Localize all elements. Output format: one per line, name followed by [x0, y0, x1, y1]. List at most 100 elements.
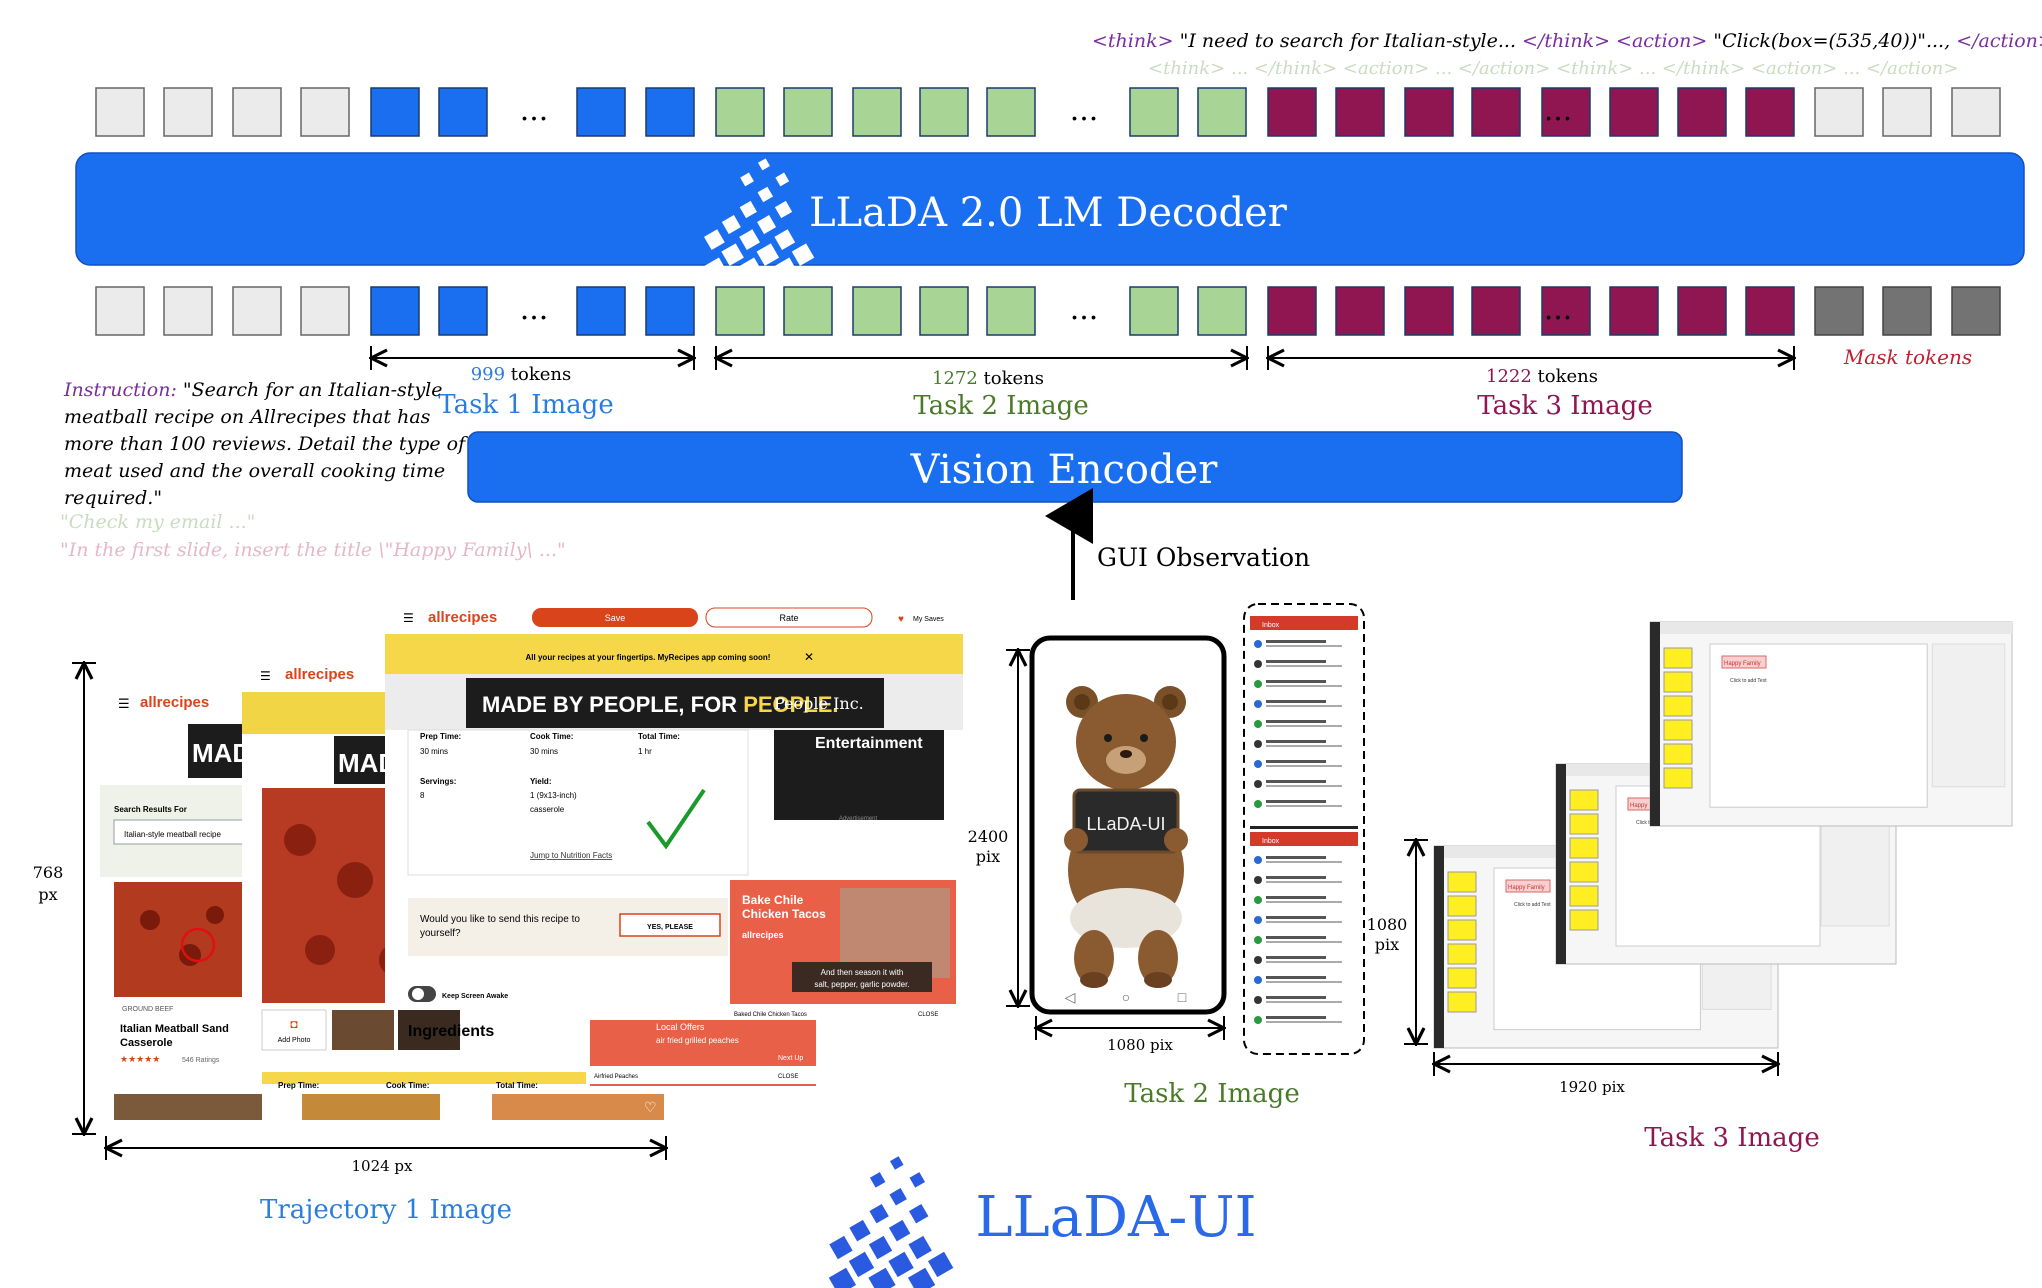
- meatball-photo-1[interactable]: [114, 882, 242, 997]
- star-rating: ★★★★★: [120, 1054, 160, 1064]
- email-subject-1-1[interactable]: [1266, 876, 1326, 879]
- trajectory-image-label: Trajectory 1 Image: [260, 1195, 512, 1225]
- close-video-2[interactable]: CLOSE: [778, 1074, 798, 1080]
- email-subject-0-2[interactable]: [1266, 680, 1326, 683]
- svg-text:required.": required.": [64, 487, 162, 509]
- save-heart-icon-3[interactable]: ♡: [644, 1099, 657, 1115]
- row-bottom-token-14: [1197, 286, 1247, 336]
- heart-icon[interactable]: ♥: [898, 614, 904, 625]
- email-subject-0-6[interactable]: [1266, 760, 1326, 763]
- home-nav-icon[interactable]: ○: [1122, 989, 1130, 1005]
- row-top-ellipsis-0: ...: [520, 93, 549, 128]
- recipe-title-line2: Casserole: [120, 1037, 173, 1049]
- height-768-label: 768: [33, 863, 64, 882]
- slide-thumb-0-2[interactable]: [1447, 919, 1477, 941]
- search-query-box[interactable]: [113, 819, 265, 845]
- email-subject-1-2[interactable]: [1266, 896, 1326, 899]
- email-subject-0-7[interactable]: [1266, 780, 1326, 783]
- slide-thumb-1-0[interactable]: [1569, 789, 1599, 811]
- email-subject-0-1[interactable]: [1266, 660, 1326, 663]
- email-subject-1-6[interactable]: [1266, 976, 1326, 979]
- rate-button[interactable]: [705, 607, 873, 628]
- email-subject-1-4[interactable]: [1266, 936, 1326, 939]
- row-top-token-15: [1267, 87, 1317, 137]
- svg-text:meatball recipe on Allrecipes: meatball recipe on Allrecipes that has: [64, 406, 431, 428]
- prep-time-footer: Prep Time:: [278, 1081, 319, 1090]
- svg-text:Cook Time:: Cook Time:: [530, 732, 573, 741]
- slide-title-text-1: Happy Family: [1630, 803, 1667, 809]
- inbox-title-0: Inbox: [1262, 622, 1280, 629]
- back-nav-icon[interactable]: ◁: [1065, 989, 1076, 1005]
- rate-button-label: Rate: [779, 613, 798, 623]
- screen-divider: [1250, 826, 1358, 829]
- slide-canvas-2[interactable]: [1709, 643, 1928, 808]
- email-subject-0-5[interactable]: [1266, 740, 1326, 743]
- yes-please-button[interactable]: [619, 913, 721, 937]
- email-subject-1-3[interactable]: [1266, 916, 1326, 919]
- slide-thumb-0-4[interactable]: [1447, 967, 1477, 989]
- slide-title-box-2[interactable]: [1721, 655, 1767, 669]
- slide-thumb-1-3[interactable]: [1569, 861, 1599, 883]
- slide-thumb-2-4[interactable]: [1663, 743, 1693, 765]
- row-top-ellipsis-1: ...: [1070, 93, 1099, 128]
- email-preview-0-2: [1266, 685, 1342, 687]
- input-token-row: .........: [95, 286, 2001, 336]
- email-subject-1-8[interactable]: [1266, 1016, 1326, 1019]
- email-subject-1-5[interactable]: [1266, 956, 1326, 959]
- email-subject-1-0[interactable]: [1266, 856, 1326, 859]
- slide-title-box-0[interactable]: [1505, 879, 1551, 893]
- slide-thumb-0-0[interactable]: [1447, 871, 1477, 893]
- svg-text:Servings:: Servings:: [420, 777, 456, 786]
- email-preview-0-6: [1266, 765, 1342, 767]
- svg-text:30 mins: 30 mins: [530, 747, 558, 756]
- logo-bottom-cell-14: [868, 1267, 896, 1288]
- slide-thumb-2-5[interactable]: [1663, 767, 1693, 789]
- svg-text:Yield:: Yield:: [530, 777, 551, 786]
- slide-thumb-2-3[interactable]: [1663, 719, 1693, 741]
- save-button[interactable]: [532, 608, 698, 627]
- email-preview-1-0: [1266, 861, 1342, 863]
- save-heart-icon-2[interactable]: ♡: [458, 1099, 471, 1115]
- slide-thumb-1-2[interactable]: [1569, 837, 1599, 859]
- recents-nav-icon[interactable]: □: [1178, 989, 1187, 1005]
- logo-bottom-cell-6: [888, 1219, 911, 1242]
- logo-decoder-cell-6: [757, 215, 777, 235]
- email-subject-0-0[interactable]: [1266, 640, 1326, 643]
- slide-thumb-1-4[interactable]: [1569, 885, 1599, 907]
- row-bottom-token-5: [438, 286, 488, 336]
- banner-close-icon[interactable]: ✕: [804, 650, 814, 664]
- slide-add-text-0: Click to add Text: [1514, 902, 1551, 908]
- recipe-details: Prep Time: Cook Time: Total Time: 30 min…: [420, 732, 680, 860]
- row-top-token-1: [163, 87, 213, 137]
- row-top-token-8: [715, 87, 765, 137]
- email-subject-1-7[interactable]: [1266, 996, 1326, 999]
- slide-thumb-2-0[interactable]: [1663, 647, 1693, 669]
- row-bottom-token-16: [1335, 286, 1385, 336]
- send-recipe-question-1: Would you like to send this recipe to: [420, 914, 580, 925]
- row-bottom-token-9: [783, 286, 833, 336]
- email-subject-0-3[interactable]: [1266, 700, 1326, 703]
- row-bottom-token-11: [919, 286, 969, 336]
- slide-thumb-2-1[interactable]: [1663, 671, 1693, 693]
- email-avatar-0-8: [1254, 800, 1262, 808]
- email-subject-0-4[interactable]: [1266, 720, 1326, 723]
- slide-thumb-0-3[interactable]: [1447, 943, 1477, 965]
- airfried-caption: Airfried Peaches: [594, 1074, 638, 1080]
- slide-thumb-2-2[interactable]: [1663, 695, 1693, 717]
- slide-thumb-1-1[interactable]: [1569, 813, 1599, 835]
- slide-thumb-0-1[interactable]: [1447, 895, 1477, 917]
- instruction-text: Instruction: "Search for an Italian-styl…: [60, 379, 566, 561]
- people-ad-banner[interactable]: [466, 678, 884, 728]
- logo-bottom-cell-8: [868, 1235, 893, 1260]
- email-subject-0-8[interactable]: [1266, 800, 1326, 803]
- task3-token-count: 1222 tokens: [1486, 366, 1598, 387]
- close-video-1[interactable]: CLOSE: [918, 1012, 938, 1018]
- camera-icon[interactable]: ◘: [290, 1017, 297, 1031]
- chalkboard-sign: [1072, 788, 1180, 854]
- slide-thumb-1-5[interactable]: [1569, 909, 1599, 931]
- email-avatar-1-6: [1254, 976, 1262, 984]
- email-avatar-0-4: [1254, 720, 1262, 728]
- save-heart-icon-1[interactable]: ♡: [273, 1099, 286, 1115]
- slide-thumb-0-5[interactable]: [1447, 991, 1477, 1013]
- email-avatar-1-1: [1254, 876, 1262, 884]
